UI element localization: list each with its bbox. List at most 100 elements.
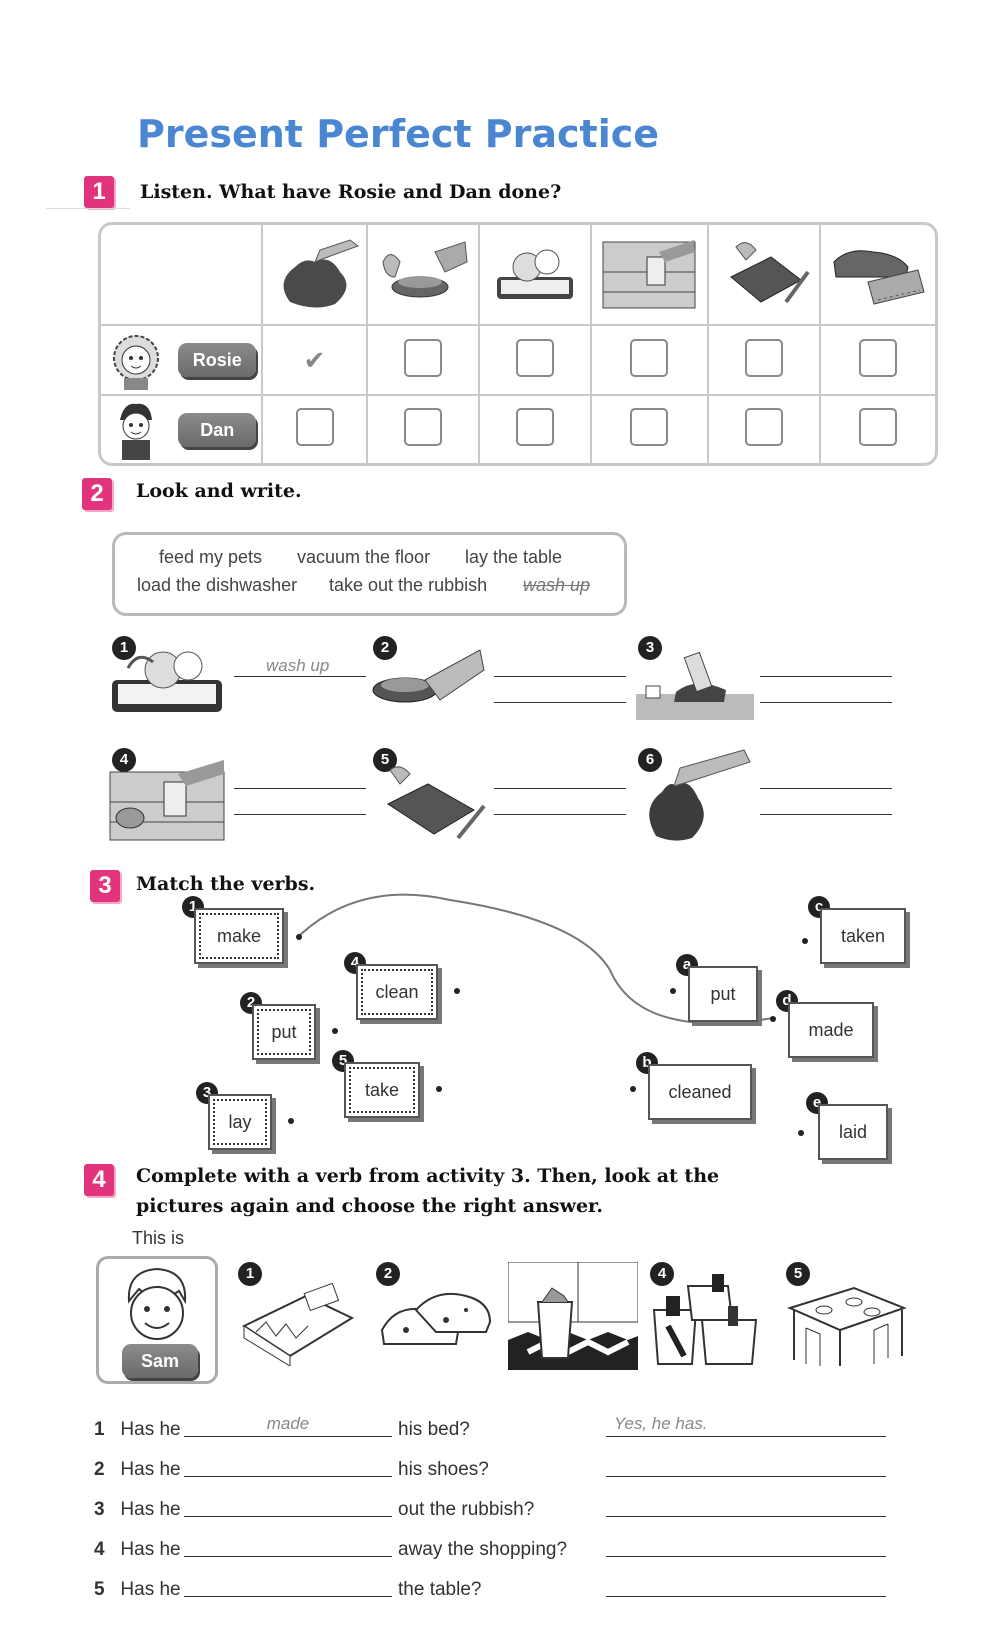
checkbox[interactable] xyxy=(630,338,669,377)
answer-field[interactable]: Yes, he has. xyxy=(606,1414,886,1437)
match-dot[interactable] xyxy=(288,1118,294,1124)
shoe-and-brush-icon xyxy=(833,250,925,305)
rosie-cell-6[interactable] xyxy=(818,324,935,396)
answer-line[interactable] xyxy=(494,788,626,789)
match-dot[interactable] xyxy=(798,1130,804,1136)
question-start: Has he xyxy=(120,1499,181,1520)
item-number: 4 xyxy=(112,748,136,772)
dan-cell-1[interactable] xyxy=(260,394,369,463)
match-dot[interactable] xyxy=(670,988,676,994)
verb-fill-field[interactable]: made xyxy=(184,1414,392,1437)
verb-fill-field[interactable] xyxy=(184,1534,392,1557)
verb-card: make xyxy=(194,908,284,964)
question-start: Has he xyxy=(120,1539,181,1560)
pet-food-icon xyxy=(372,649,485,703)
answer-line[interactable] xyxy=(494,702,626,703)
picture-number: 1 xyxy=(238,1262,262,1286)
match-dot[interactable] xyxy=(332,1028,338,1034)
picture-number: 4 xyxy=(650,1262,674,1286)
answer-line[interactable] xyxy=(760,676,892,677)
match-dot[interactable] xyxy=(770,1016,776,1022)
rosie-cell-4[interactable] xyxy=(590,324,709,396)
word-bank-item: load the dishwasher xyxy=(137,575,298,595)
answer-field[interactable] xyxy=(606,1574,886,1597)
question-end: away the shopping? xyxy=(398,1539,568,1560)
rosie-cell-3[interactable] xyxy=(478,324,593,396)
picture-number: 2 xyxy=(376,1262,400,1286)
checkbox[interactable] xyxy=(744,338,783,377)
rosie-cell-1[interactable]: ✔ xyxy=(260,324,369,396)
verb-card: laid xyxy=(818,1104,888,1160)
dan-name-cell: Dan xyxy=(101,394,263,463)
item-number: 3 xyxy=(638,636,662,660)
question-number: 5 xyxy=(94,1579,105,1600)
chore-picture-wash-up xyxy=(478,225,593,326)
answer-field[interactable] xyxy=(606,1534,886,1557)
sam-card xyxy=(96,1256,218,1384)
checkbox[interactable] xyxy=(295,408,334,446)
word-bank-item: lay the table xyxy=(465,547,563,567)
dishwasher-icon xyxy=(109,760,225,841)
answer-line[interactable] xyxy=(494,676,626,677)
answer-text: wash up xyxy=(266,656,330,675)
answer-line[interactable] xyxy=(234,814,366,815)
answer-field[interactable] xyxy=(606,1454,886,1477)
bin-icon xyxy=(508,1262,638,1370)
question-start: Has he xyxy=(120,1419,181,1440)
rosie-avatar-icon xyxy=(112,335,159,390)
answer-field[interactable] xyxy=(606,1494,886,1517)
divider xyxy=(46,208,130,209)
answer-line[interactable] xyxy=(760,814,892,815)
question-number: 1 xyxy=(94,1419,105,1440)
verb-card: take xyxy=(344,1062,420,1118)
question-row: 1 Has he xyxy=(94,1419,181,1441)
checkbox[interactable] xyxy=(630,408,669,446)
checkbox[interactable] xyxy=(858,338,897,377)
word-bank-item: take out the rubbish xyxy=(329,575,488,595)
shopping-bags-icon xyxy=(652,1274,758,1365)
dan-cell-6[interactable] xyxy=(818,394,935,463)
answer-line[interactable] xyxy=(494,814,626,815)
match-dot[interactable] xyxy=(802,938,808,944)
match-dot[interactable] xyxy=(296,934,302,940)
verb-fill-field[interactable] xyxy=(184,1494,392,1517)
match-dot[interactable] xyxy=(454,988,460,994)
rosie-cell-5[interactable] xyxy=(706,324,821,396)
section-3-heading: Match the verbs. xyxy=(136,873,316,895)
header-blank-cell xyxy=(101,225,263,326)
dan-avatar-icon xyxy=(119,403,152,460)
verb-card: put xyxy=(252,1004,316,1060)
section-1-number: 1 xyxy=(84,176,114,208)
verb-card: made xyxy=(788,1002,874,1058)
answer-value: Yes, he has. xyxy=(614,1414,708,1433)
answer-line[interactable] xyxy=(760,702,892,703)
checkbox[interactable] xyxy=(404,338,443,377)
chore-picture-shoes xyxy=(818,225,935,326)
sam-face-icon xyxy=(127,1267,187,1340)
question-start: Has he xyxy=(120,1459,181,1480)
rosie-cell-2[interactable] xyxy=(366,324,481,396)
dan-cell-2[interactable] xyxy=(366,394,481,463)
verb-fill-field[interactable] xyxy=(184,1454,392,1477)
dan-cell-5[interactable] xyxy=(706,394,821,463)
match-dot[interactable] xyxy=(630,1086,636,1092)
checkbox[interactable] xyxy=(744,408,783,446)
dishwasher-icon xyxy=(602,240,696,309)
dan-cell-3[interactable] xyxy=(478,394,593,463)
checkbox[interactable] xyxy=(404,408,443,446)
picture-number: 5 xyxy=(786,1262,810,1286)
checkbox[interactable] xyxy=(858,408,897,446)
answer-line[interactable] xyxy=(760,788,892,789)
answer-line[interactable] xyxy=(234,788,366,789)
verb-card: cleaned xyxy=(648,1064,752,1120)
question-end: his shoes? xyxy=(398,1459,489,1480)
checkbox[interactable] xyxy=(516,338,555,377)
verb-fill-field[interactable] xyxy=(184,1574,392,1597)
dan-cell-4[interactable] xyxy=(590,394,709,463)
chore-picture-lay-table xyxy=(706,225,821,326)
match-dot[interactable] xyxy=(436,1086,442,1092)
checkbox[interactable] xyxy=(516,408,555,446)
question-end: the table? xyxy=(398,1579,482,1600)
chore-picture-rubbish xyxy=(260,225,369,326)
answer-line[interactable] xyxy=(234,676,366,677)
